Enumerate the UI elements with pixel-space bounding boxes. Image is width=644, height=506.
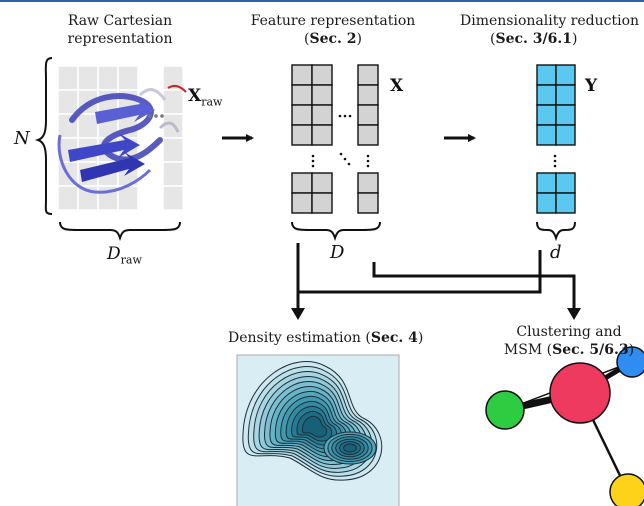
feature-cell xyxy=(311,104,333,126)
reduced-cell xyxy=(555,84,576,106)
density-contour xyxy=(343,443,357,453)
n-symbol: N xyxy=(14,128,30,149)
feature-cell xyxy=(311,64,333,86)
top-rule xyxy=(0,0,644,2)
reduced-cell xyxy=(536,84,557,106)
reduced-cell xyxy=(536,192,557,214)
feature-title: Feature representation (Sec. 2) xyxy=(250,13,416,47)
reduced-cell xyxy=(536,104,557,126)
reduced-cell xyxy=(555,104,576,126)
feature-cell xyxy=(311,172,333,194)
feature-cell xyxy=(291,124,313,146)
msm-node-blue xyxy=(616,346,644,378)
d-raw-symbol: Draw xyxy=(107,244,142,267)
reduced-cell xyxy=(536,64,557,86)
feature-cell xyxy=(357,64,379,86)
msm-node-yellow xyxy=(609,473,644,506)
density-contour xyxy=(301,415,328,438)
d-raw-brace xyxy=(59,221,181,242)
x-symbol: X xyxy=(390,76,404,96)
feature-cell xyxy=(291,64,313,86)
dimred-title: Dimensionality reduction (Sec. 3/6.1) xyxy=(460,13,640,47)
feature-cell xyxy=(291,172,313,194)
raw-cell xyxy=(77,113,99,139)
reduced-cell xyxy=(555,64,576,86)
d-brace xyxy=(291,221,381,242)
y-symbol: Y xyxy=(585,76,598,96)
n-brace xyxy=(34,57,53,215)
d-small-brace xyxy=(536,221,576,242)
protein-ribbon-icon xyxy=(57,84,187,194)
feature-cell xyxy=(357,192,379,214)
feature-cell xyxy=(357,172,379,194)
feature-cell xyxy=(357,104,379,126)
connector-arrows xyxy=(296,243,576,312)
reduced-cell xyxy=(555,192,576,214)
x-raw-symbol: Xraw xyxy=(188,86,223,109)
raw-cell xyxy=(162,161,184,187)
raw-title: Raw Cartesian representation xyxy=(67,13,173,47)
feature-cell xyxy=(311,192,333,214)
feature-cell xyxy=(291,192,313,214)
arrow-to-density xyxy=(291,308,305,320)
density-contour-icon xyxy=(236,354,400,506)
msm-node-red xyxy=(549,362,611,424)
raw-cell xyxy=(77,65,99,91)
feature-cell xyxy=(291,104,313,126)
d-small-symbol: d xyxy=(550,242,562,263)
reduced-dots xyxy=(553,154,557,168)
feature-cell xyxy=(311,124,333,146)
feature-cell xyxy=(357,124,379,146)
raw-cell xyxy=(117,65,139,91)
clustering-title: Clustering and MSM (Sec. 5/6.3) xyxy=(503,324,635,358)
msm-node-green xyxy=(485,390,525,430)
feature-cell xyxy=(311,84,333,106)
reduced-cell xyxy=(536,172,557,194)
raw-cell xyxy=(162,89,184,115)
raw-cell xyxy=(162,137,184,163)
raw-cell xyxy=(57,185,79,211)
raw-cell xyxy=(57,65,79,91)
feature-cell xyxy=(291,84,313,106)
d-symbol: D xyxy=(330,242,345,263)
density-title: Density estimation (Sec. 4) xyxy=(228,330,424,346)
arrow-to-clustering xyxy=(567,308,581,320)
reduced-cell xyxy=(555,124,576,146)
reduced-grid xyxy=(536,64,576,214)
feature-cell xyxy=(357,84,379,106)
raw-cell xyxy=(162,185,184,211)
feature-dots xyxy=(311,114,370,168)
reduced-cell xyxy=(536,124,557,146)
raw-cell xyxy=(97,65,119,91)
raw-cell xyxy=(57,89,79,115)
msm-graph-icon xyxy=(485,346,644,506)
reduced-cell xyxy=(555,172,576,194)
feature-grid xyxy=(291,64,379,214)
